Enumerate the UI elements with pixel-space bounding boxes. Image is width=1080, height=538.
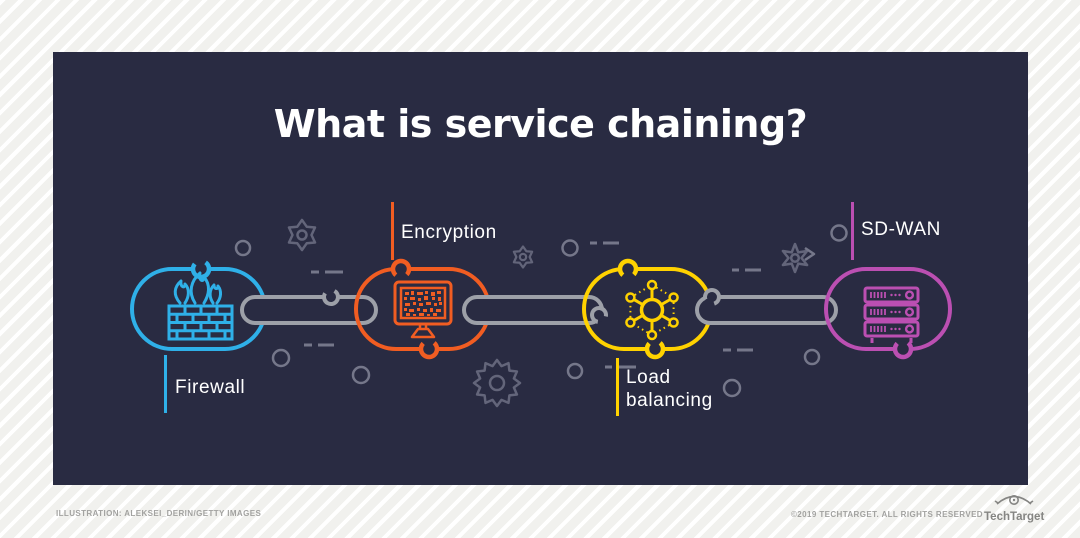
load-balancer-nodes-icon bbox=[625, 279, 679, 341]
chain-link-load-balancing bbox=[582, 258, 713, 360]
gear-icon bbox=[472, 358, 522, 408]
label-encryption: Encryption bbox=[401, 222, 497, 243]
firewall-brick-flame-icon bbox=[167, 271, 234, 341]
circle-decor bbox=[722, 378, 742, 398]
gear-icon bbox=[287, 218, 317, 252]
copyright-text: ©2019 TECHTARGET. ALL RIGHTS RESERVED bbox=[791, 510, 983, 519]
link-hook bbox=[390, 258, 412, 280]
chain-connector bbox=[240, 288, 378, 325]
sd-wan-pointer-line bbox=[851, 202, 854, 260]
link-hook bbox=[703, 288, 721, 306]
encryption-pointer-line bbox=[391, 202, 394, 260]
infographic-card: What is service chaining? bbox=[53, 52, 1028, 485]
page-title: What is service chaining? bbox=[273, 102, 808, 146]
techtarget-eye-icon bbox=[994, 495, 1034, 505]
techtarget-logo: TechTarget bbox=[984, 492, 1044, 523]
link-hook bbox=[892, 338, 914, 360]
link-hook bbox=[590, 306, 608, 324]
chain bbox=[130, 258, 952, 360]
firewall-pointer-line bbox=[164, 355, 167, 413]
label-sd-wan: SD-WAN bbox=[861, 219, 941, 240]
circle-decor bbox=[561, 239, 579, 257]
link-hook bbox=[617, 258, 639, 280]
chain-connector bbox=[462, 295, 608, 325]
chain-connector bbox=[695, 288, 838, 325]
circle-decor bbox=[830, 224, 848, 242]
service-chain-diagram bbox=[130, 218, 952, 408]
circle-decor bbox=[803, 348, 821, 366]
link-hook bbox=[322, 288, 340, 306]
circle-decor bbox=[271, 348, 291, 368]
chevron-icon bbox=[804, 246, 816, 262]
server-stack-icon bbox=[863, 286, 920, 343]
chain-link-sd-wan bbox=[824, 267, 952, 360]
label-firewall: Firewall bbox=[175, 377, 246, 398]
brand-name: TechTarget bbox=[984, 511, 1045, 523]
link-hook bbox=[644, 338, 666, 360]
background-decorations bbox=[234, 218, 848, 408]
encrypted-monitor-icon bbox=[393, 280, 453, 339]
circle-decor bbox=[566, 362, 584, 380]
circle-decor bbox=[234, 239, 252, 257]
load-balancing-pointer-line bbox=[616, 358, 619, 416]
illustration-credit: ILLUSTRATION: ALEKSEI_DERIN/GETTY IMAGES bbox=[56, 509, 262, 518]
gear-icon bbox=[512, 245, 534, 269]
label-load-balancing: Load balancing bbox=[626, 367, 713, 411]
link-hook bbox=[418, 338, 440, 360]
spark-star-icon bbox=[781, 242, 809, 274]
circle-decor bbox=[351, 365, 371, 385]
